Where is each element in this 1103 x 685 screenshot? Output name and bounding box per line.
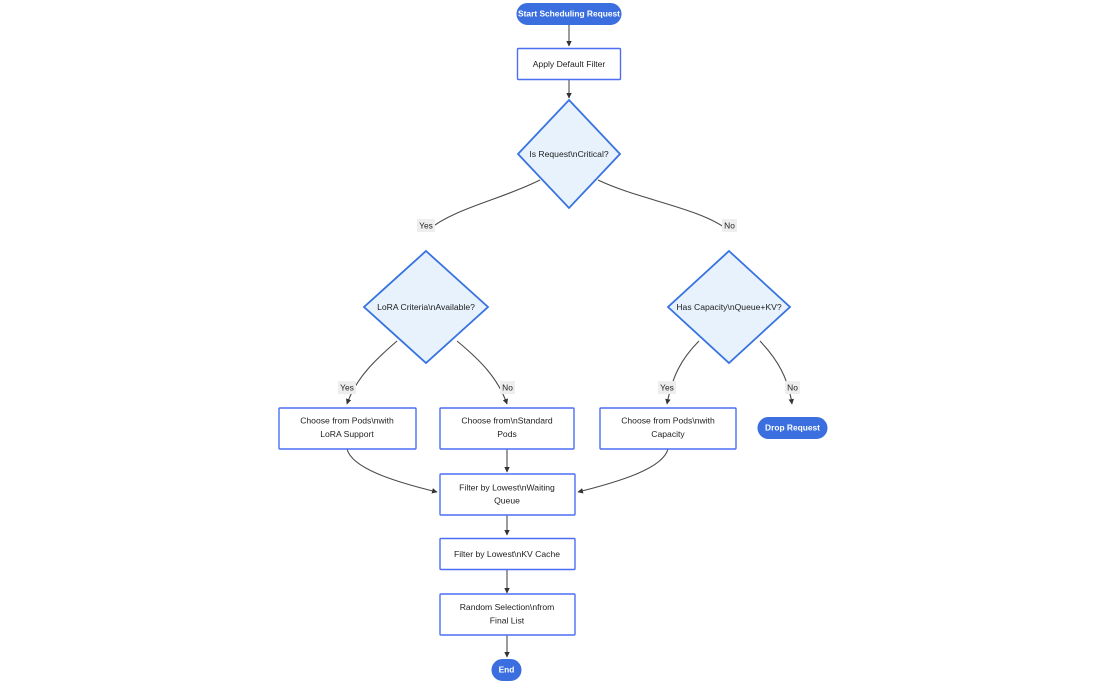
node-is-request-critical[interactable]: Is Request\nCritical?	[516, 98, 622, 210]
random-selection-label-line1: Random Selection\nfrom	[460, 602, 555, 612]
edge-label-capacity-yes: Yes	[658, 381, 676, 394]
edge-label-bg	[338, 381, 356, 394]
end-pill-shape[interactable]	[491, 659, 522, 681]
choose-pods-capacity-label-line1: Choose from Pods\nwith	[621, 415, 715, 425]
is-request-critical-label: Is Request\nCritical?	[529, 149, 609, 159]
edge-label-text: No	[787, 383, 798, 393]
is-request-critical-shape[interactable]	[516, 98, 622, 210]
node-drop-request[interactable]: Drop Request	[757, 417, 828, 439]
node-end[interactable]: End	[491, 659, 522, 681]
edge-label-is-critical-yes: Yes	[417, 219, 435, 232]
edge-label-text: No	[724, 221, 735, 231]
edge-lora-yes	[346, 340, 398, 405]
edge-choose-lora-to-filter-queue	[346, 448, 438, 494]
edge-label-bg	[785, 381, 800, 394]
node-apply-default-filter[interactable]: Apply Default Filter	[516, 47, 622, 81]
has-capacity-label: Has Capacity\nQueue+KV?	[676, 302, 782, 312]
node-layer: Start Scheduling Request Apply Default F…	[278, 3, 828, 681]
has-capacity-shape[interactable]	[666, 249, 792, 365]
edge-label-text: Yes	[660, 383, 674, 393]
node-lora-criteria-available[interactable]: LoRA Criteria\nAvailable?	[362, 249, 490, 365]
node-filter-waiting-queue[interactable]: Filter by Lowest\nWaiting Queue	[439, 473, 576, 516]
node-random-selection[interactable]: Random Selection\nfrom Final List	[439, 593, 576, 636]
apply-default-filter-label: Apply Default Filter	[533, 59, 606, 69]
choose-pods-lora-label-line1: Choose from Pods\nwith	[300, 415, 394, 425]
node-choose-pods-capacity[interactable]: Choose from Pods\nwith Capacity	[599, 407, 737, 450]
choose-pods-capacity-shape[interactable]	[599, 407, 737, 450]
choose-pods-lora-shape[interactable]	[278, 407, 417, 450]
filter-kv-cache-label: Filter by Lowest\nKV Cache	[454, 549, 560, 559]
edge-label-is-critical-no: No	[722, 219, 737, 232]
node-choose-pods-lora[interactable]: Choose from Pods\nwith LoRA Support	[278, 407, 417, 450]
edge-label-lora-yes: Yes	[338, 381, 356, 394]
drop-request-label: Drop Request	[765, 423, 820, 433]
edge-choose-capacity-to-filter-queue	[577, 448, 669, 494]
edge-label-bg	[417, 219, 435, 232]
choose-standard-pods-label-line1: Choose from\nStandard	[461, 415, 552, 425]
edge-is-critical-no	[597, 179, 729, 231]
filter-waiting-queue-label-line1: Filter by Lowest\nWaiting	[459, 482, 555, 492]
edge-label-bg	[658, 381, 676, 394]
edge-label-text: Yes	[419, 221, 433, 231]
filter-kv-cache-shape[interactable]	[439, 537, 576, 571]
edge-capacity-yes	[665, 340, 700, 405]
edge-capacity-no	[759, 340, 794, 405]
filter-waiting-queue-shape[interactable]	[439, 473, 576, 516]
drop-request-pill-shape[interactable]	[757, 417, 828, 439]
edge-label-bg	[722, 219, 737, 232]
edge-label-text: Yes	[340, 383, 354, 393]
choose-pods-capacity-label-line2: Capacity	[651, 429, 685, 439]
node-start[interactable]: Start Scheduling Request	[516, 3, 622, 25]
edge-layer	[346, 25, 794, 658]
start-pill-shape[interactable]	[516, 3, 622, 25]
lora-criteria-available-shape[interactable]	[362, 249, 490, 365]
edge-lora-no	[456, 340, 508, 405]
filter-waiting-queue-label-line2: Queue	[494, 495, 520, 505]
edge-label-layer: Yes No Yes No Yes No	[338, 219, 800, 394]
random-selection-shape[interactable]	[439, 593, 576, 636]
lora-criteria-available-label: LoRA Criteria\nAvailable?	[377, 302, 475, 312]
choose-standard-pods-label-line2: Pods	[497, 429, 517, 439]
edge-label-lora-no: No	[500, 381, 515, 394]
apply-default-filter-shape[interactable]	[516, 47, 622, 81]
node-has-capacity[interactable]: Has Capacity\nQueue+KV?	[666, 249, 792, 365]
node-choose-standard-pods[interactable]: Choose from\nStandard Pods	[439, 407, 575, 450]
node-filter-kv-cache[interactable]: Filter by Lowest\nKV Cache	[439, 537, 576, 571]
choose-standard-pods-shape[interactable]	[439, 407, 575, 450]
edge-label-bg	[500, 381, 515, 394]
end-label: End	[499, 665, 515, 675]
edge-is-critical-yes	[427, 179, 541, 231]
choose-pods-lora-label-line2: LoRA Support	[320, 429, 374, 439]
start-label: Start Scheduling Request	[518, 9, 620, 19]
random-selection-label-line2: Final List	[490, 615, 525, 625]
edge-label-capacity-no: No	[785, 381, 800, 394]
edge-label-text: No	[502, 383, 513, 393]
